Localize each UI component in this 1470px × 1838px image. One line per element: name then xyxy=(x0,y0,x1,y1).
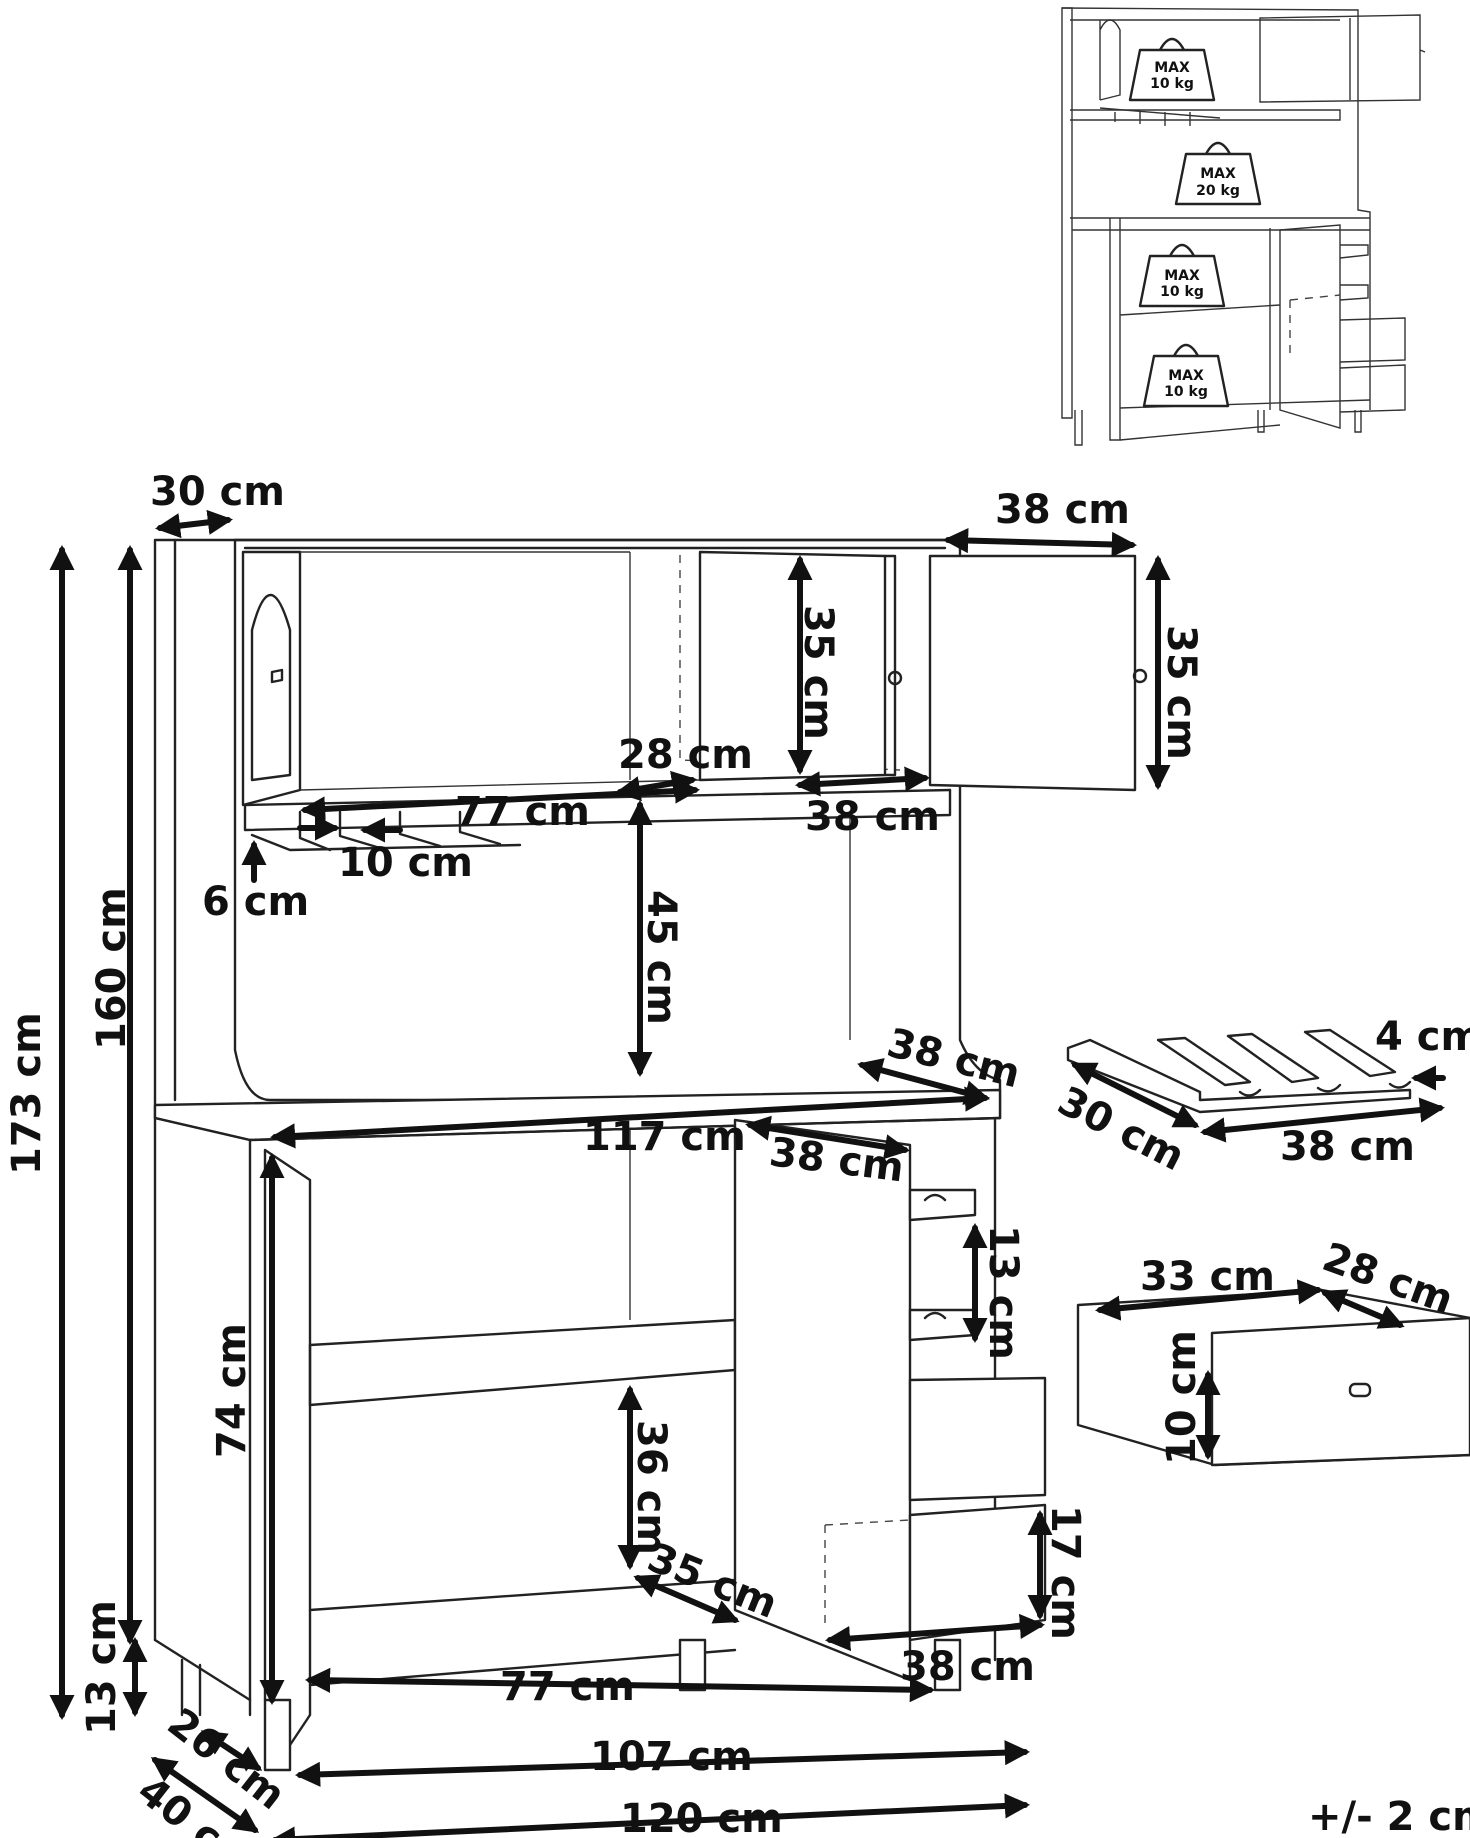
left-door-arch xyxy=(250,594,292,782)
upper-door-open xyxy=(928,554,1137,792)
label-rack-width: 38 cm xyxy=(1280,1124,1415,1170)
bottom-drawer-dashed xyxy=(824,1519,911,1625)
label-leg-height: 13 cm xyxy=(79,1600,125,1735)
wine-slot-curves xyxy=(923,1193,947,1320)
hutch-inner-edge xyxy=(233,538,1002,1102)
label-door-width-top: 38 cm xyxy=(995,487,1130,533)
leg-back-right xyxy=(678,1638,707,1692)
label-body-height: 160 cm xyxy=(89,887,135,1050)
svg-text:20 kg: 20 kg xyxy=(1196,183,1240,199)
svg-text:10 kg: 10 kg xyxy=(1164,384,1208,400)
label-rack-slot: 4 cm xyxy=(1375,1014,1470,1060)
weight-badge-3: MAX 10 kg xyxy=(1138,243,1226,308)
svg-text:10 kg: 10 kg xyxy=(1150,76,1194,92)
label-drawer-height: 10 cm xyxy=(1159,1330,1205,1465)
wine-rack-detail: 4 cm 30 cm 38 cm xyxy=(1050,1014,1470,1180)
label-total-height: 173 cm xyxy=(4,1012,50,1175)
leg-back-left xyxy=(180,1658,202,1717)
weight-capacity-thumbnail: MAX 10 kg MAX 20 kg MAX 10 kg MAX 10 kg xyxy=(1061,7,1426,446)
upper-shelf-edge xyxy=(243,788,952,832)
weight-badge-4: MAX 10 kg xyxy=(1142,343,1230,408)
label-cabinet-depth-top: 30 cm xyxy=(150,469,285,515)
label-counter-width: 117 cm xyxy=(583,1114,746,1160)
label-inner-width: 77 cm xyxy=(500,1664,635,1710)
label-open-height: 45 cm xyxy=(638,890,684,1025)
label-rack-spacing: 10 cm xyxy=(338,840,473,886)
leg-front-left xyxy=(263,1698,292,1772)
svg-text:MAX: MAX xyxy=(1200,166,1236,182)
svg-text:MAX: MAX xyxy=(1154,60,1190,76)
weight-badge-1: MAX 10 kg xyxy=(1128,37,1216,102)
label-bottom-drawer-width: 38 cm xyxy=(900,1644,1035,1690)
wine-slot-1 xyxy=(908,1188,977,1222)
label-shelf-depth-top: 28 cm xyxy=(618,732,753,778)
label-door-height-a: 35 cm xyxy=(795,605,841,740)
label-door-height-b: 35 cm xyxy=(1158,625,1204,760)
svg-text:MAX: MAX xyxy=(1164,268,1200,284)
label-tolerance: +/- 2 cm xyxy=(1308,1794,1470,1838)
label-drawer-width: 33 cm xyxy=(1140,1254,1275,1300)
label-drawer-gap: 13 cm xyxy=(980,1225,1026,1360)
hutch-top xyxy=(233,538,952,550)
left-door-knob xyxy=(270,668,284,684)
bottom-drawer xyxy=(908,1503,1047,1642)
label-shelf-width-top: 77 cm xyxy=(455,789,590,835)
drawer-detail: 33 cm 28 cm 10 cm xyxy=(1076,1234,1470,1467)
label-rack-height: 6 cm xyxy=(202,879,309,925)
label-lower-height: 74 cm xyxy=(209,1323,255,1458)
label-total-width: 120 cm xyxy=(620,1796,783,1838)
upper-door-middle-knob xyxy=(887,670,903,686)
middle-drawer xyxy=(908,1376,1047,1502)
upper-door-middle-edge xyxy=(883,554,897,777)
weight-badge-2: MAX 20 kg xyxy=(1174,141,1262,206)
dimension-arrows xyxy=(49,509,1171,1838)
label-counter-depth: 38 cm xyxy=(883,1020,1025,1097)
label-bottom-drawer-height: 17 cm xyxy=(1042,1505,1088,1640)
label-inner-base-width: 107 cm xyxy=(590,1734,753,1780)
inner-shelf-upper xyxy=(308,1318,737,1407)
counter-top xyxy=(153,1088,1002,1142)
svg-text:10 kg: 10 kg xyxy=(1160,284,1204,300)
label-lower-shelf-height: 36 cm xyxy=(628,1420,674,1555)
svg-text:MAX: MAX xyxy=(1168,368,1204,384)
lower-left-bottom xyxy=(153,1638,252,1702)
label-door-width-top-b: 38 cm xyxy=(805,794,940,840)
